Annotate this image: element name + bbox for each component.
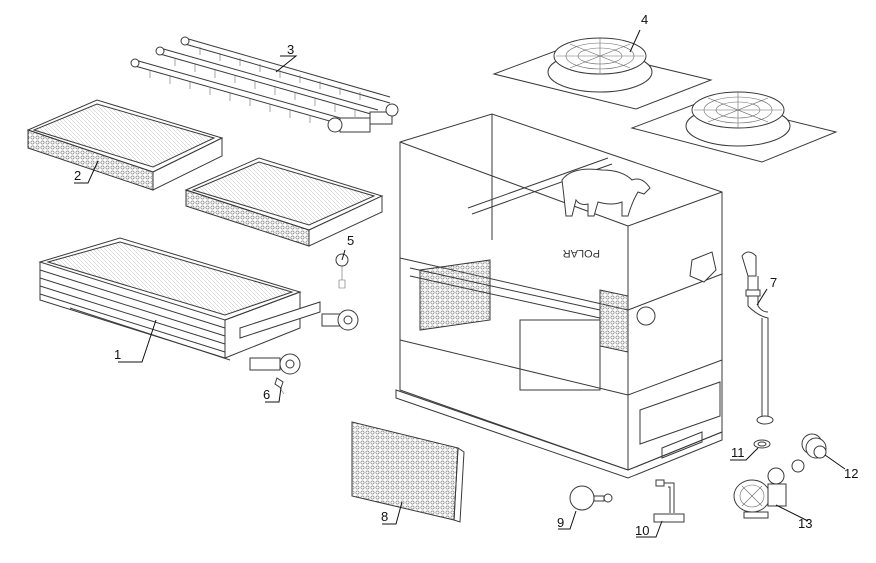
main-housing <box>395 113 723 479</box>
drain-fitting <box>274 377 285 395</box>
callout-1: 1 <box>114 347 121 362</box>
fan-panel-2 <box>630 91 838 163</box>
spray-manifold <box>130 36 399 133</box>
gasket <box>753 439 771 449</box>
callout-12: 12 <box>844 466 858 481</box>
fill-media-block-1 <box>26 99 224 191</box>
circulation-pump <box>733 467 787 519</box>
callout-leaders <box>74 29 846 538</box>
float-ball <box>569 485 613 511</box>
fan-panel-1 <box>492 37 713 110</box>
fill-media-block-2 <box>184 157 384 247</box>
callout-4: 4 <box>641 12 648 27</box>
callout-3: 3 <box>287 42 294 57</box>
callout-8: 8 <box>381 509 388 524</box>
polar-bear-logo: POLAR <box>561 168 651 259</box>
riser-pipe <box>741 251 774 425</box>
callout-10: 10 <box>635 523 649 538</box>
callout-7: 7 <box>770 275 777 290</box>
callout-13: 13 <box>798 516 812 531</box>
heat-exchanger-coil <box>38 237 359 375</box>
callout-11: 11 <box>731 445 745 460</box>
callout-6: 6 <box>263 387 270 402</box>
callout-5: 5 <box>347 233 354 248</box>
intake-louver <box>351 421 465 523</box>
makeup-valve <box>653 479 685 523</box>
flange-connection <box>791 433 827 473</box>
callout-9: 9 <box>557 515 564 530</box>
brand-text: POLAR <box>563 247 600 259</box>
callout-2: 2 <box>74 168 81 183</box>
